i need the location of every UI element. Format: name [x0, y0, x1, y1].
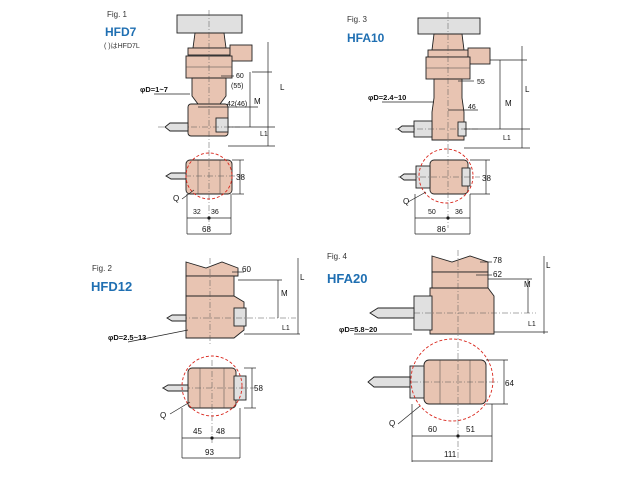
fig3-bottom-drill — [399, 173, 417, 181]
fig1-dim-60: 60 — [236, 73, 244, 80]
fig3-dim-M: M — [505, 99, 512, 108]
fig1-group: Fig. 1 HFD7 ( )はHFD7L L M L1 60 (55) 42(… — [104, 10, 285, 235]
fig3-leader-Q — [407, 191, 427, 203]
fig2-leader-Q — [169, 401, 191, 415]
fig3-body-lower — [431, 78, 465, 141]
fig2-bottom-drill — [162, 384, 189, 392]
fig4-bottom-drill — [367, 376, 411, 388]
fig1-q-circle — [185, 152, 233, 200]
fig2-dim-48: 48 — [216, 427, 225, 436]
fig3-label: Fig. 3 — [347, 15, 368, 24]
fig2-dim-phiD: φD=2.5~13 — [108, 333, 146, 342]
fig4-dim-phiD: φD=5.8~20 — [339, 325, 377, 334]
fig2-dim-Q: Q — [160, 411, 166, 420]
fig3-dim-Q: Q — [403, 197, 409, 206]
fig3-spindle-stub — [417, 17, 481, 35]
fig1-dim-68: 68 — [202, 225, 211, 234]
fig2-dim-L1: L1 — [282, 325, 290, 332]
fig2-dim-93: 93 — [205, 448, 214, 457]
fig3-dim-50: 50 — [428, 209, 436, 216]
fig1-dim-38: 38 — [236, 173, 245, 182]
fig2-dim-M: M — [281, 289, 288, 298]
fig1-label: Fig. 1 — [107, 10, 128, 19]
fig3-q-circle — [418, 148, 474, 204]
fig2-dim-60: 60 — [242, 265, 251, 274]
fig2-body-head — [185, 295, 245, 339]
fig1-dim-L: L — [280, 83, 285, 92]
fig2-dim-58: 58 — [254, 384, 263, 393]
fig3-center-dot — [446, 216, 450, 220]
fig1-dim-M: M — [254, 97, 261, 106]
fig1-leader-Q — [181, 189, 195, 200]
fig2-spindle-break — [185, 261, 239, 277]
fig4-drill — [369, 307, 415, 319]
fig4-dim-62: 62 — [493, 270, 502, 279]
fig1-model: HFD7 — [105, 25, 137, 39]
fig2-label: Fig. 2 — [92, 264, 113, 273]
fig4-dim-64: 64 — [505, 379, 514, 388]
fig4-body-upper — [431, 271, 489, 289]
fig1-dim-L1: L1 — [260, 131, 268, 138]
fig2-side-nut — [233, 307, 247, 327]
fig4-dim-51: 51 — [466, 425, 475, 434]
fig1-note: ( )はHFD7L — [104, 42, 140, 50]
fig4-label: Fig. 4 — [327, 252, 348, 261]
fig4-dim-Q: Q — [389, 419, 395, 428]
fig4-dim-60: 60 — [428, 425, 437, 434]
fig3-dim-36: 36 — [455, 209, 463, 216]
fig2-center-dot — [210, 436, 214, 440]
fig4-dim-78: 78 — [493, 256, 502, 265]
fig3-dim-38: 38 — [482, 174, 491, 183]
fig3-group: Fig. 3 HFA10 L M L1 55 46 φD=2.4~10 — [347, 12, 530, 235]
fig1-collet-nut — [215, 117, 229, 133]
fig2-leader-phiD — [127, 329, 189, 343]
fig4-dim-M: M — [524, 280, 531, 289]
fig2-dim-L: L — [300, 273, 305, 282]
fig4-model: HFA20 — [327, 271, 367, 286]
fig4-dim-111: 111 — [444, 450, 457, 459]
fig2-group: Fig. 2 HFD12 60 M L L1 φD=2.5~13 58 Q — [91, 258, 305, 459]
fig4-dim-L: L — [546, 261, 551, 270]
fig1-bottom-drill — [165, 172, 187, 180]
fig3-model: HFA10 — [347, 31, 385, 45]
fig4-leader-Q — [397, 405, 421, 425]
fig1-spindle-stub — [176, 14, 243, 34]
fig3-dim-86: 86 — [437, 225, 446, 234]
fig3-dim-phiD: φD=2.4~10 — [368, 93, 406, 102]
fig1-dim-55: (55) — [231, 83, 243, 90]
fig4-bottom-body — [423, 359, 487, 405]
fig3-stop-block — [467, 47, 491, 65]
fig4-dim-L1: L1 — [528, 321, 536, 328]
fig1-dim-42: 42(46) — [227, 101, 247, 108]
fig2-q-circle — [181, 355, 243, 417]
fig3-dim-L: L — [525, 85, 530, 94]
fig4-body-head — [429, 287, 495, 335]
fig1-dim-32: 32 — [193, 209, 201, 216]
fig4-spindle-break — [431, 255, 489, 273]
fig2-model: HFD12 — [91, 279, 132, 294]
fig1-dim-phiD: φD=1~7 — [140, 85, 168, 94]
fig1-dim-Q: Q — [173, 194, 179, 203]
fig3-dim-46: 46 — [468, 104, 476, 111]
fig3-drill — [397, 125, 415, 133]
fig1-shank — [192, 32, 227, 49]
fig2-drill — [166, 314, 187, 322]
fig1-dim-36: 36 — [211, 209, 219, 216]
fig1-center-dot — [207, 216, 211, 220]
fig4-center-dot — [456, 434, 460, 438]
fig2-dim-45: 45 — [193, 427, 202, 436]
fig4-q-circle — [410, 338, 494, 422]
fig1-drill — [164, 122, 189, 132]
fig4-group: Fig. 4 HFA20 78 62 M L L1 φD=5.8~20 64 — [327, 250, 551, 462]
fig3-dim-55: 55 — [477, 79, 485, 86]
fig1-stop-block — [229, 44, 253, 62]
fig3-dim-L1: L1 — [503, 135, 511, 142]
